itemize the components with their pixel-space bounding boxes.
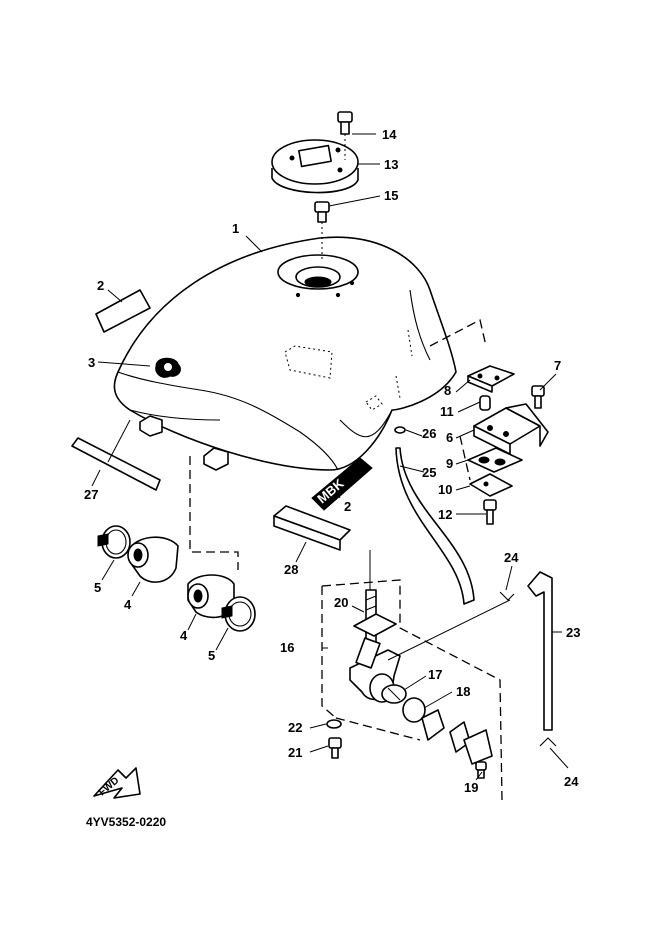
callout-2-emblem: 2: [344, 499, 351, 514]
callout-27: 27: [84, 487, 98, 502]
clip-24-upper: [499, 591, 515, 601]
drawing-code: 4YV5352-0220: [86, 815, 166, 829]
cock-cover: [421, 709, 493, 765]
clip-lower: [221, 596, 256, 632]
fuel-tank: [113, 236, 457, 471]
bracket-6: [473, 403, 549, 455]
callout-24-lower: 24: [564, 774, 579, 789]
callout-4-lower: 4: [180, 628, 188, 643]
bolt-21: [328, 737, 342, 759]
callout-5-lower: 5: [208, 648, 215, 663]
rubber-strip: [71, 437, 161, 491]
cap-screw: [314, 201, 330, 223]
leader-lines: [91, 133, 569, 781]
o-ring-18: [402, 697, 426, 723]
lever-17: [381, 684, 407, 704]
damper-lower: [187, 574, 235, 619]
callout-numbers: 1 2 3 27 5 4 4 5 14 13 15 2 28 7 8 11 6 …: [84, 127, 580, 795]
damper-plate-9: [467, 447, 523, 473]
callout-17: 17: [428, 667, 442, 682]
callout-6: 6: [446, 430, 453, 445]
callout-18: 18: [456, 684, 470, 699]
plate-10: [469, 473, 513, 497]
callout-2-decal: 2: [97, 278, 104, 293]
washer-22: [326, 719, 342, 729]
callout-25: 25: [422, 465, 436, 480]
callout-1: 1: [232, 221, 239, 236]
callout-11: 11: [440, 404, 454, 419]
callout-28: 28: [284, 562, 298, 577]
vacuum-hose: [527, 571, 553, 731]
callout-23: 23: [566, 625, 580, 640]
callout-7: 7: [554, 358, 561, 373]
callout-3: 3: [88, 355, 95, 370]
callout-9: 9: [446, 456, 453, 471]
callout-8: 8: [444, 383, 451, 398]
callout-15: 15: [384, 188, 398, 203]
callout-20: 20: [334, 595, 348, 610]
damper-upper: [127, 536, 179, 583]
callout-24-upper: 24: [504, 550, 519, 565]
callout-5-upper: 5: [94, 580, 101, 595]
bolt-12: [483, 499, 497, 525]
callout-21: 21: [288, 745, 302, 760]
callout-16: 16: [280, 640, 294, 655]
callout-14: 14: [382, 127, 397, 142]
bolt-7: [531, 385, 545, 409]
forward-arrow-icon: FWD: [93, 767, 141, 799]
screw-19: [475, 761, 487, 779]
callout-13: 13: [384, 157, 398, 172]
callout-12: 12: [438, 507, 452, 522]
collar-11: [479, 395, 491, 411]
callout-19: 19: [464, 780, 478, 795]
callout-22: 22: [288, 720, 302, 735]
callout-4-upper: 4: [124, 597, 132, 612]
callout-26: 26: [422, 426, 436, 441]
gasket-20: [353, 613, 397, 637]
logo-badge: [155, 357, 181, 378]
hose-clip-26: [394, 426, 406, 434]
clip-upper: [97, 525, 131, 559]
filler-cap: [271, 139, 359, 194]
fuel-hose: [395, 447, 475, 605]
cap-bolt: [337, 111, 353, 135]
clip-24-lower: [539, 737, 557, 747]
bracket-plate-8: [467, 365, 515, 393]
callout-10: 10: [438, 482, 452, 497]
decal-stripe: [95, 289, 151, 333]
